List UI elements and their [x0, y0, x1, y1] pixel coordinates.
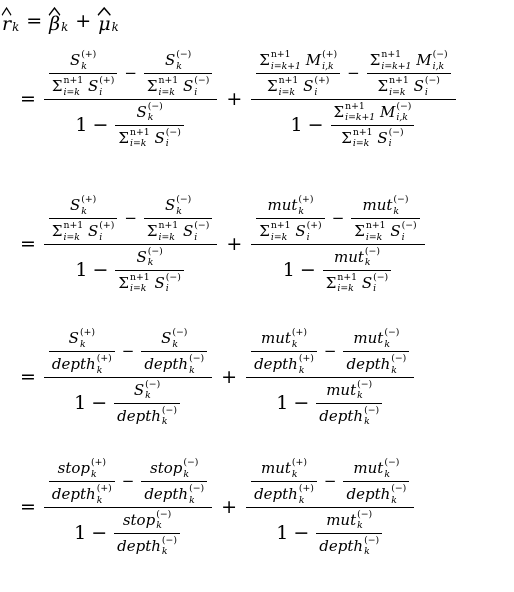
plus-sign: +: [75, 10, 92, 33]
plus-sign: +: [226, 88, 243, 111]
mu-fraction: mut(+)k depth(+)k − mut(−)k depth(−)k 1 …: [246, 328, 415, 427]
r-hat: r: [1, 6, 12, 35]
equals-sign: =: [26, 10, 43, 33]
mu-hat: μ: [97, 6, 111, 35]
beta-hat: β: [48, 6, 61, 35]
equals-sign: =: [20, 88, 36, 111]
beta-fraction: S(+)k depth(+)k − S(−)k depth(−)k 1 − S(…: [43, 328, 213, 427]
equation-line-4: = S(+)k depth(+)k − S(−)k depth(−)k 1 −: [20, 328, 416, 427]
equation-line-5: = stop(+)k depth(+)k − stop(−)k depth(−)…: [20, 458, 416, 557]
mu-fraction: mut(+)k depth(+)k − mut(−)k depth(−)k 1 …: [246, 458, 415, 557]
beta-fraction: stop(+)k depth(+)k − stop(−)k depth(−)k …: [43, 458, 213, 557]
